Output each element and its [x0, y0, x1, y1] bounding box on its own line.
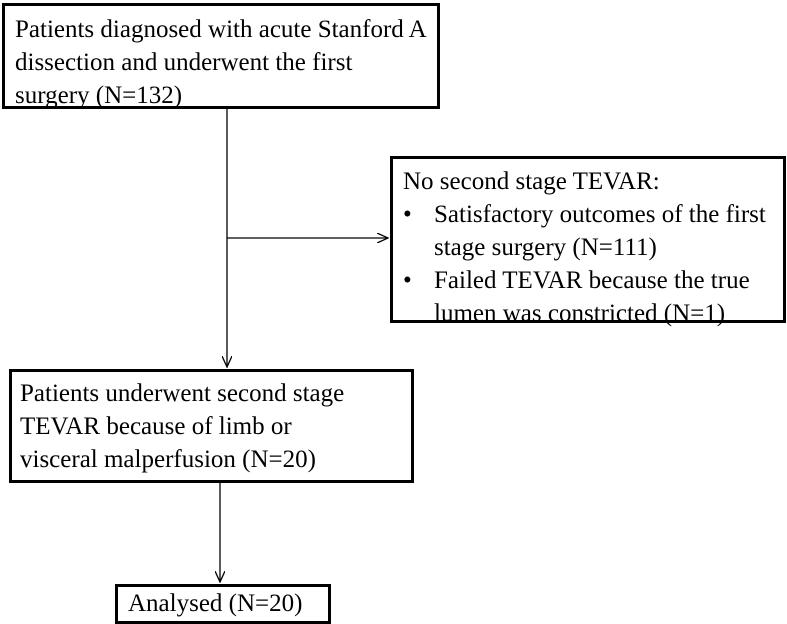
exclusion-box: No second stage TEVAR: • Satisfactory ou…	[390, 156, 786, 327]
start-line: surgery (N=132)	[15, 82, 183, 109]
exclusion-item-line: stage surgery (N=111)	[434, 234, 657, 261]
bullet-icon: •	[403, 267, 412, 294]
exclusion-item-line: Satisfactory outcomes of the first	[434, 201, 766, 228]
bullet-icon: •	[403, 201, 412, 228]
second-stage-line: TEVAR because of limb or	[20, 413, 292, 440]
analysed-box: Analysed (N=20)	[115, 584, 331, 624]
exclusion-heading: No second stage TEVAR:	[403, 168, 660, 195]
exclusion-item: • Satisfactory outcomes of the first sta…	[403, 198, 783, 264]
exclusion-item-line: lumen was constricted (N=1)	[434, 300, 726, 327]
second-stage-line: Patients underwent second stage	[20, 380, 345, 407]
start-line: dissection and underwent the first	[15, 49, 353, 76]
exclusion-item: • Failed TEVAR because the true lumen wa…	[403, 264, 783, 330]
analysed-label: Analysed (N=20)	[128, 590, 303, 617]
start-box: Patients diagnosed with acute Stanford A…	[2, 3, 440, 109]
start-line: Patients diagnosed with acute Stanford A	[15, 16, 427, 43]
second-stage-box: Patients underwent second stage TEVAR be…	[9, 369, 414, 483]
exclusion-item-line: Failed TEVAR because the true	[434, 267, 750, 294]
second-stage-line: visceral malperfusion (N=20)	[20, 446, 316, 473]
